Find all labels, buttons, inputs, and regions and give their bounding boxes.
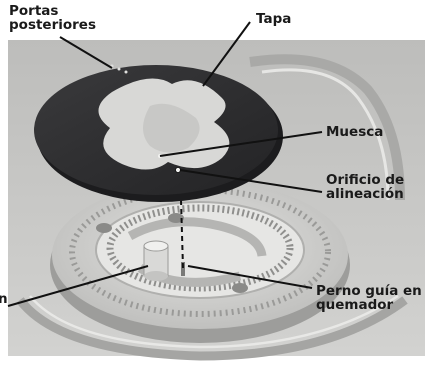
label-left-cut-fragment: n [0, 291, 8, 307]
grate-arc [249, 54, 405, 201]
leader-line-burner-pin [187, 265, 313, 289]
label-alignment-hole-line1: Orificio de [326, 172, 405, 188]
leader-line-alignment-hole [179, 169, 323, 193]
guide-pin [181, 262, 185, 276]
label-alignment-hole-line2: alineación [326, 186, 404, 202]
label-notch: Muesca [326, 124, 384, 140]
leader-line-notch [159, 131, 323, 157]
burner-cap [34, 65, 283, 202]
burner-pin-post [143, 240, 169, 281]
alignment-hole [175, 167, 181, 173]
label-burner-pin-line2: quemador [316, 297, 394, 313]
label-burner-pin-line1: Perno guía en [316, 283, 422, 299]
label-alignment-hole: Orificio de alineación [326, 173, 404, 201]
leader-line-left [7, 265, 149, 307]
leader-line-cap [202, 21, 251, 87]
burner-base [50, 181, 350, 343]
grate-arc [16, 296, 408, 361]
label-rear-ports-line2: posteriores [9, 17, 96, 33]
label-burner-pin: Perno guía en quemador [316, 284, 422, 312]
leader-line-rear-ports [59, 36, 113, 69]
label-rear-ports-line1: Portas [9, 3, 59, 19]
alignment-dashed-line [180, 199, 184, 269]
grate-arc [29, 294, 399, 349]
label-rear-ports: Portas posteriores [9, 4, 96, 32]
grate-arc [261, 68, 390, 201]
label-cap: Tapa [256, 11, 292, 27]
